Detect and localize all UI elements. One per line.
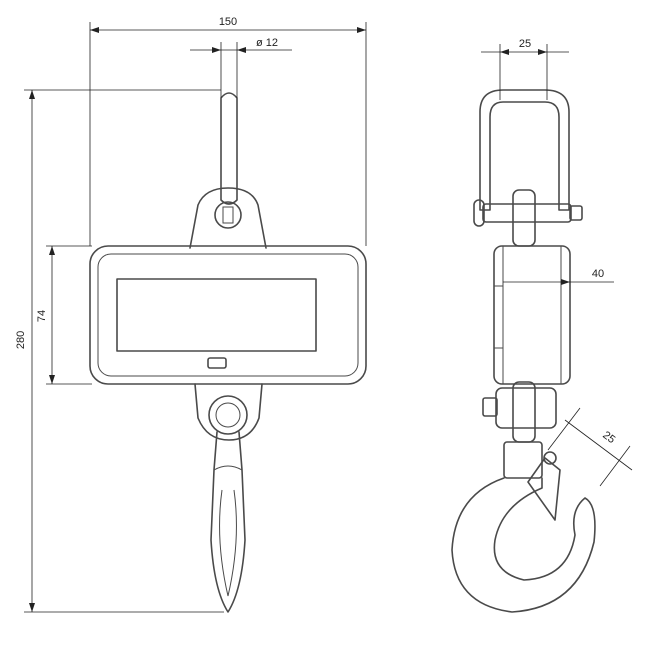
lower-swivel bbox=[495, 387, 557, 429]
dim-hook-throat-label: 25 bbox=[600, 429, 617, 446]
dim-display-height-label: 74 bbox=[36, 310, 48, 322]
side-shackle bbox=[479, 89, 570, 211]
front-lower-bracket bbox=[194, 383, 263, 441]
side-body bbox=[493, 245, 571, 385]
shackle-pin bbox=[482, 203, 572, 223]
side-view bbox=[451, 89, 596, 613]
side-hook bbox=[451, 477, 596, 613]
front-hook bbox=[210, 431, 246, 613]
dim-ring-diameter-label: ø 12 bbox=[256, 37, 278, 49]
dim-body-depth-label: 40 bbox=[592, 268, 604, 280]
safety-latch bbox=[527, 457, 561, 521]
dim-shackle-width-label: 25 bbox=[519, 38, 531, 50]
dim-width-label: 150 bbox=[219, 16, 237, 28]
display-indicator bbox=[207, 357, 227, 369]
front-upper-bracket bbox=[189, 187, 267, 249]
upper-swivel bbox=[512, 189, 536, 247]
display-window bbox=[116, 278, 317, 352]
front-body-outer bbox=[89, 245, 367, 385]
front-lower-ring bbox=[208, 395, 248, 435]
front-upper-pin bbox=[214, 201, 242, 229]
hook-neck bbox=[503, 441, 543, 479]
front-body-inner bbox=[97, 253, 359, 377]
front-view bbox=[89, 92, 367, 613]
dim-height-label: 280 bbox=[15, 331, 27, 349]
dimension-lines bbox=[24, 22, 633, 613]
